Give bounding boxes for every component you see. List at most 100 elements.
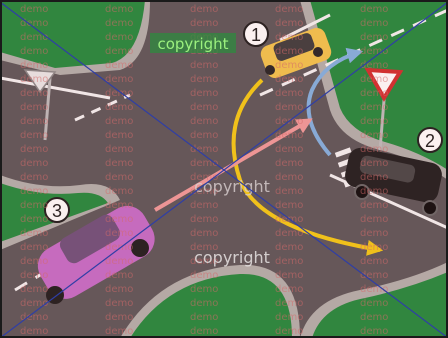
demo-watermark: demo [105,214,133,225]
demo-watermark: demo [20,130,48,141]
demo-watermark: demo [360,242,388,253]
demo-watermark: demo [20,4,48,15]
demo-watermark: demo [275,74,303,85]
demo-watermark: demo [105,102,133,113]
demo-watermark: demo [105,158,133,169]
demo-watermark: demo [360,18,388,29]
demo-watermark: demo [275,46,303,57]
demo-watermark: demo [20,144,48,155]
demo-watermark: demo [190,214,218,225]
demo-watermark: demo [20,270,48,281]
demo-watermark: demo [20,214,48,225]
demo-watermark: demo [275,270,303,281]
demo-watermark: demo [275,88,303,99]
demo-watermark: demo [275,186,303,197]
demo-watermark: demo [20,74,48,85]
demo-watermark: demo [275,4,303,15]
demo-watermark: demo [190,60,218,71]
demo-watermark: demo [360,46,388,57]
demo-watermark: demo [105,200,133,211]
demo-watermark: demo [105,144,133,155]
demo-watermark: demo [105,326,133,337]
demo-watermark: demo [360,312,388,323]
demo-watermark: demo [190,200,218,211]
demo-watermark: demo [20,200,48,211]
demo-watermark: demo [105,284,133,295]
demo-watermark: demo [360,200,388,211]
demo-watermark: demo [20,32,48,43]
demo-watermark: demo [275,284,303,295]
demo-watermark: demo [275,242,303,253]
demo-watermark: demo [20,102,48,113]
demo-watermark: demo [275,256,303,267]
demo-watermark: demo [105,88,133,99]
demo-watermark: demo [275,60,303,71]
demo-watermark: demo [105,32,133,43]
demo-watermark: demo [105,256,133,267]
demo-watermark: demo [360,158,388,169]
demo-watermark: demo [190,74,218,85]
demo-watermark: demo [275,172,303,183]
demo-watermark: demo [105,186,133,197]
demo-watermark: demo [275,130,303,141]
demo-watermark: demo [190,88,218,99]
demo-watermark: demo [360,326,388,337]
demo-watermark: demo [360,116,388,127]
demo-watermark: demo [275,158,303,169]
copyright-watermark-top: copyright [150,33,236,53]
demo-watermark: demo [20,158,48,169]
demo-watermark: demo [190,102,218,113]
demo-watermark: demo [275,312,303,323]
demo-watermark: demo [20,172,48,183]
demo-watermark: demo [360,32,388,43]
demo-watermark: demo [360,144,388,155]
demo-watermark: demo [275,200,303,211]
demo-watermark: demo [20,116,48,127]
demo-watermark: demo [360,214,388,225]
demo-watermark: demo [20,186,48,197]
demo-watermark: demo [105,298,133,309]
demo-watermark: demo [360,228,388,239]
demo-watermark: demo [360,298,388,309]
demo-watermark: demo [360,74,388,85]
demo-watermark: demo [105,130,133,141]
demo-watermark: demo [360,256,388,267]
demo-watermark: demo [105,228,133,239]
demo-watermark: demo [20,88,48,99]
demo-watermark: demo [105,242,133,253]
demo-watermark: demo [275,102,303,113]
demo-watermark: demo [190,4,218,15]
demo-watermark: demo [275,144,303,155]
demo-watermark: demo [360,130,388,141]
demo-watermark: demo [275,32,303,43]
demo-watermark: demo [105,18,133,29]
demo-watermark: demo [360,172,388,183]
demo-watermark: demo [190,326,218,337]
demo-watermark: demo [20,46,48,57]
demo-watermark: demo [275,298,303,309]
demo-watermark: demo [105,60,133,71]
demo-watermark: demo [105,116,133,127]
demo-watermark: demo [190,144,218,155]
demo-watermark: demo [190,298,218,309]
demo-watermark: demo [20,256,48,267]
demo-watermark: demo [190,284,218,295]
demo-watermark: demo [105,270,133,281]
demo-watermark: demo [190,228,218,239]
demo-watermark: demo [190,158,218,169]
demo-watermark: demo [105,4,133,15]
demo-watermark: demo [360,4,388,15]
demo-watermark: demo [360,186,388,197]
demo-watermark: demo [20,312,48,323]
copyright-watermark-middle: copyright [194,177,270,196]
demo-watermark: demo [20,60,48,71]
demo-watermark: demo [20,298,48,309]
demo-watermark: demo [20,228,48,239]
demo-watermark: demo [105,172,133,183]
demo-watermark: demo [275,18,303,29]
demo-watermark: demo [20,284,48,295]
svg-text:copyright: copyright [157,35,228,53]
demo-watermark: demo [360,102,388,113]
